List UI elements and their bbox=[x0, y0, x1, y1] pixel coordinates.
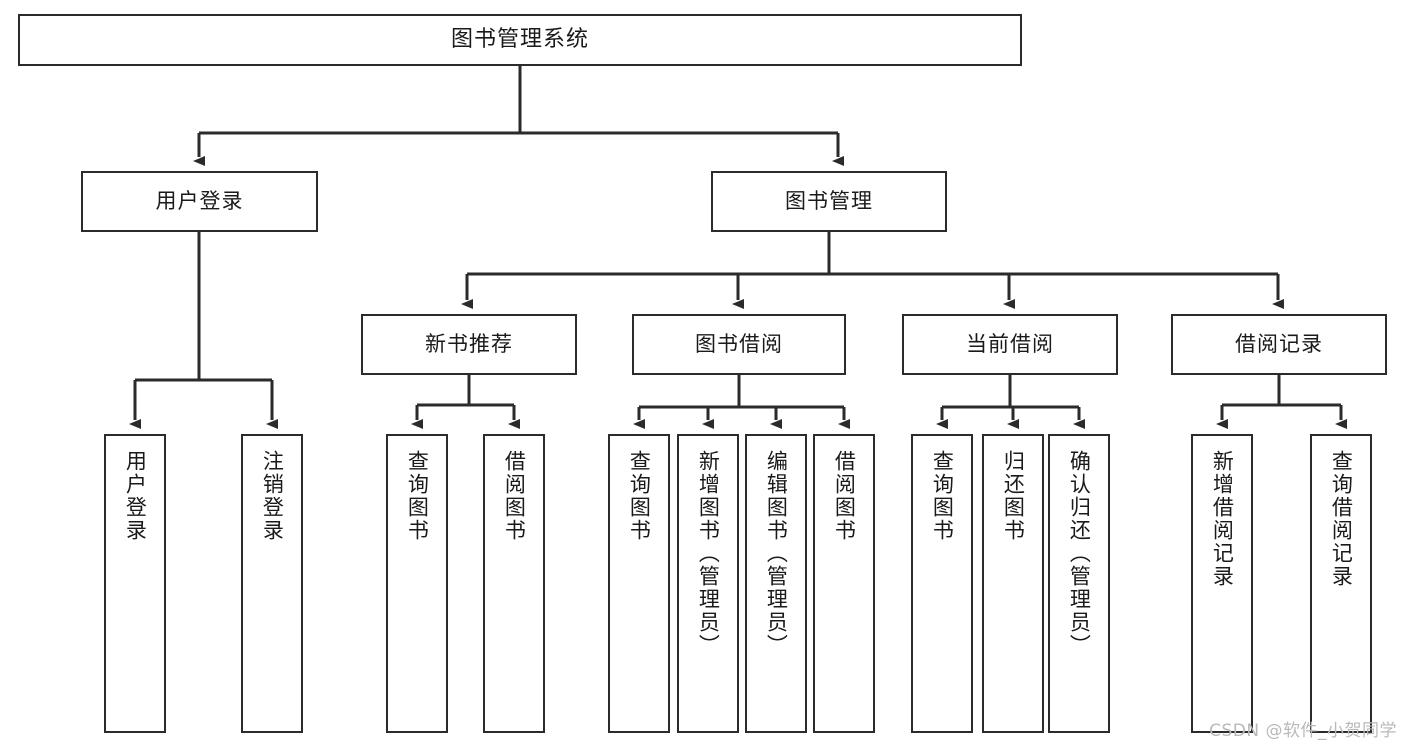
leaf-label: 查询图书 bbox=[405, 450, 430, 542]
node-root[interactable]: 图书管理系统 bbox=[18, 14, 1022, 66]
leaf-label: 编辑图书（管理员） bbox=[764, 450, 789, 657]
leaf-label: 注销登录 bbox=[260, 450, 285, 542]
leaf-borrow-book-recommend[interactable]: 借阅图书 bbox=[483, 434, 545, 733]
leaf-label: 新增图书（管理员） bbox=[696, 450, 721, 657]
node-current-borrow-label: 当前借阅 bbox=[966, 331, 1054, 356]
leaf-logout[interactable]: 注销登录 bbox=[241, 434, 303, 733]
node-book-borrow[interactable]: 图书借阅 bbox=[632, 314, 846, 375]
leaf-query-book-borrow[interactable]: 查询图书 bbox=[608, 434, 670, 733]
leaf-label: 查询图书 bbox=[627, 450, 652, 542]
leaf-label: 查询借阅记录 bbox=[1329, 450, 1354, 588]
leaf-user-login[interactable]: 用户登录 bbox=[104, 434, 166, 733]
leaf-label: 借阅图书 bbox=[832, 450, 857, 542]
leaf-label: 新增借阅记录 bbox=[1210, 450, 1235, 588]
leaf-add-borrow-record[interactable]: 新增借阅记录 bbox=[1191, 434, 1253, 733]
node-user-login[interactable]: 用户登录 bbox=[81, 171, 318, 232]
leaf-label: 借阅图书 bbox=[502, 450, 527, 542]
leaf-label: 用户登录 bbox=[123, 450, 148, 542]
leaf-borrow-book[interactable]: 借阅图书 bbox=[813, 434, 875, 733]
node-root-label: 图书管理系统 bbox=[450, 26, 589, 52]
leaf-label: 确认归还（管理员） bbox=[1067, 450, 1092, 657]
leaf-add-book-admin[interactable]: 新增图书（管理员） bbox=[677, 434, 739, 733]
watermark: CSDN @软件_小贺同学 bbox=[1209, 721, 1397, 741]
node-borrow-record-label: 借阅记录 bbox=[1235, 331, 1323, 356]
node-book-borrow-label: 图书借阅 bbox=[695, 331, 783, 356]
leaf-label: 归还图书 bbox=[1001, 450, 1026, 542]
node-new-book-recommend-label: 新书推荐 bbox=[425, 331, 513, 356]
node-book-management[interactable]: 图书管理 bbox=[711, 171, 947, 232]
node-new-book-recommend[interactable]: 新书推荐 bbox=[361, 314, 577, 375]
leaf-return-book[interactable]: 归还图书 bbox=[982, 434, 1044, 733]
leaf-query-book-current[interactable]: 查询图书 bbox=[911, 434, 973, 733]
node-borrow-record[interactable]: 借阅记录 bbox=[1171, 314, 1387, 375]
node-current-borrow[interactable]: 当前借阅 bbox=[902, 314, 1118, 375]
node-user-login-label: 用户登录 bbox=[155, 188, 244, 213]
leaf-query-borrow-record[interactable]: 查询借阅记录 bbox=[1310, 434, 1372, 733]
leaf-query-book-recommend[interactable]: 查询图书 bbox=[386, 434, 448, 733]
leaf-confirm-return-admin[interactable]: 确认归还（管理员） bbox=[1048, 434, 1110, 733]
leaf-edit-book-admin[interactable]: 编辑图书（管理员） bbox=[745, 434, 807, 733]
node-book-management-label: 图书管理 bbox=[785, 188, 873, 213]
leaf-label: 查询图书 bbox=[930, 450, 955, 542]
